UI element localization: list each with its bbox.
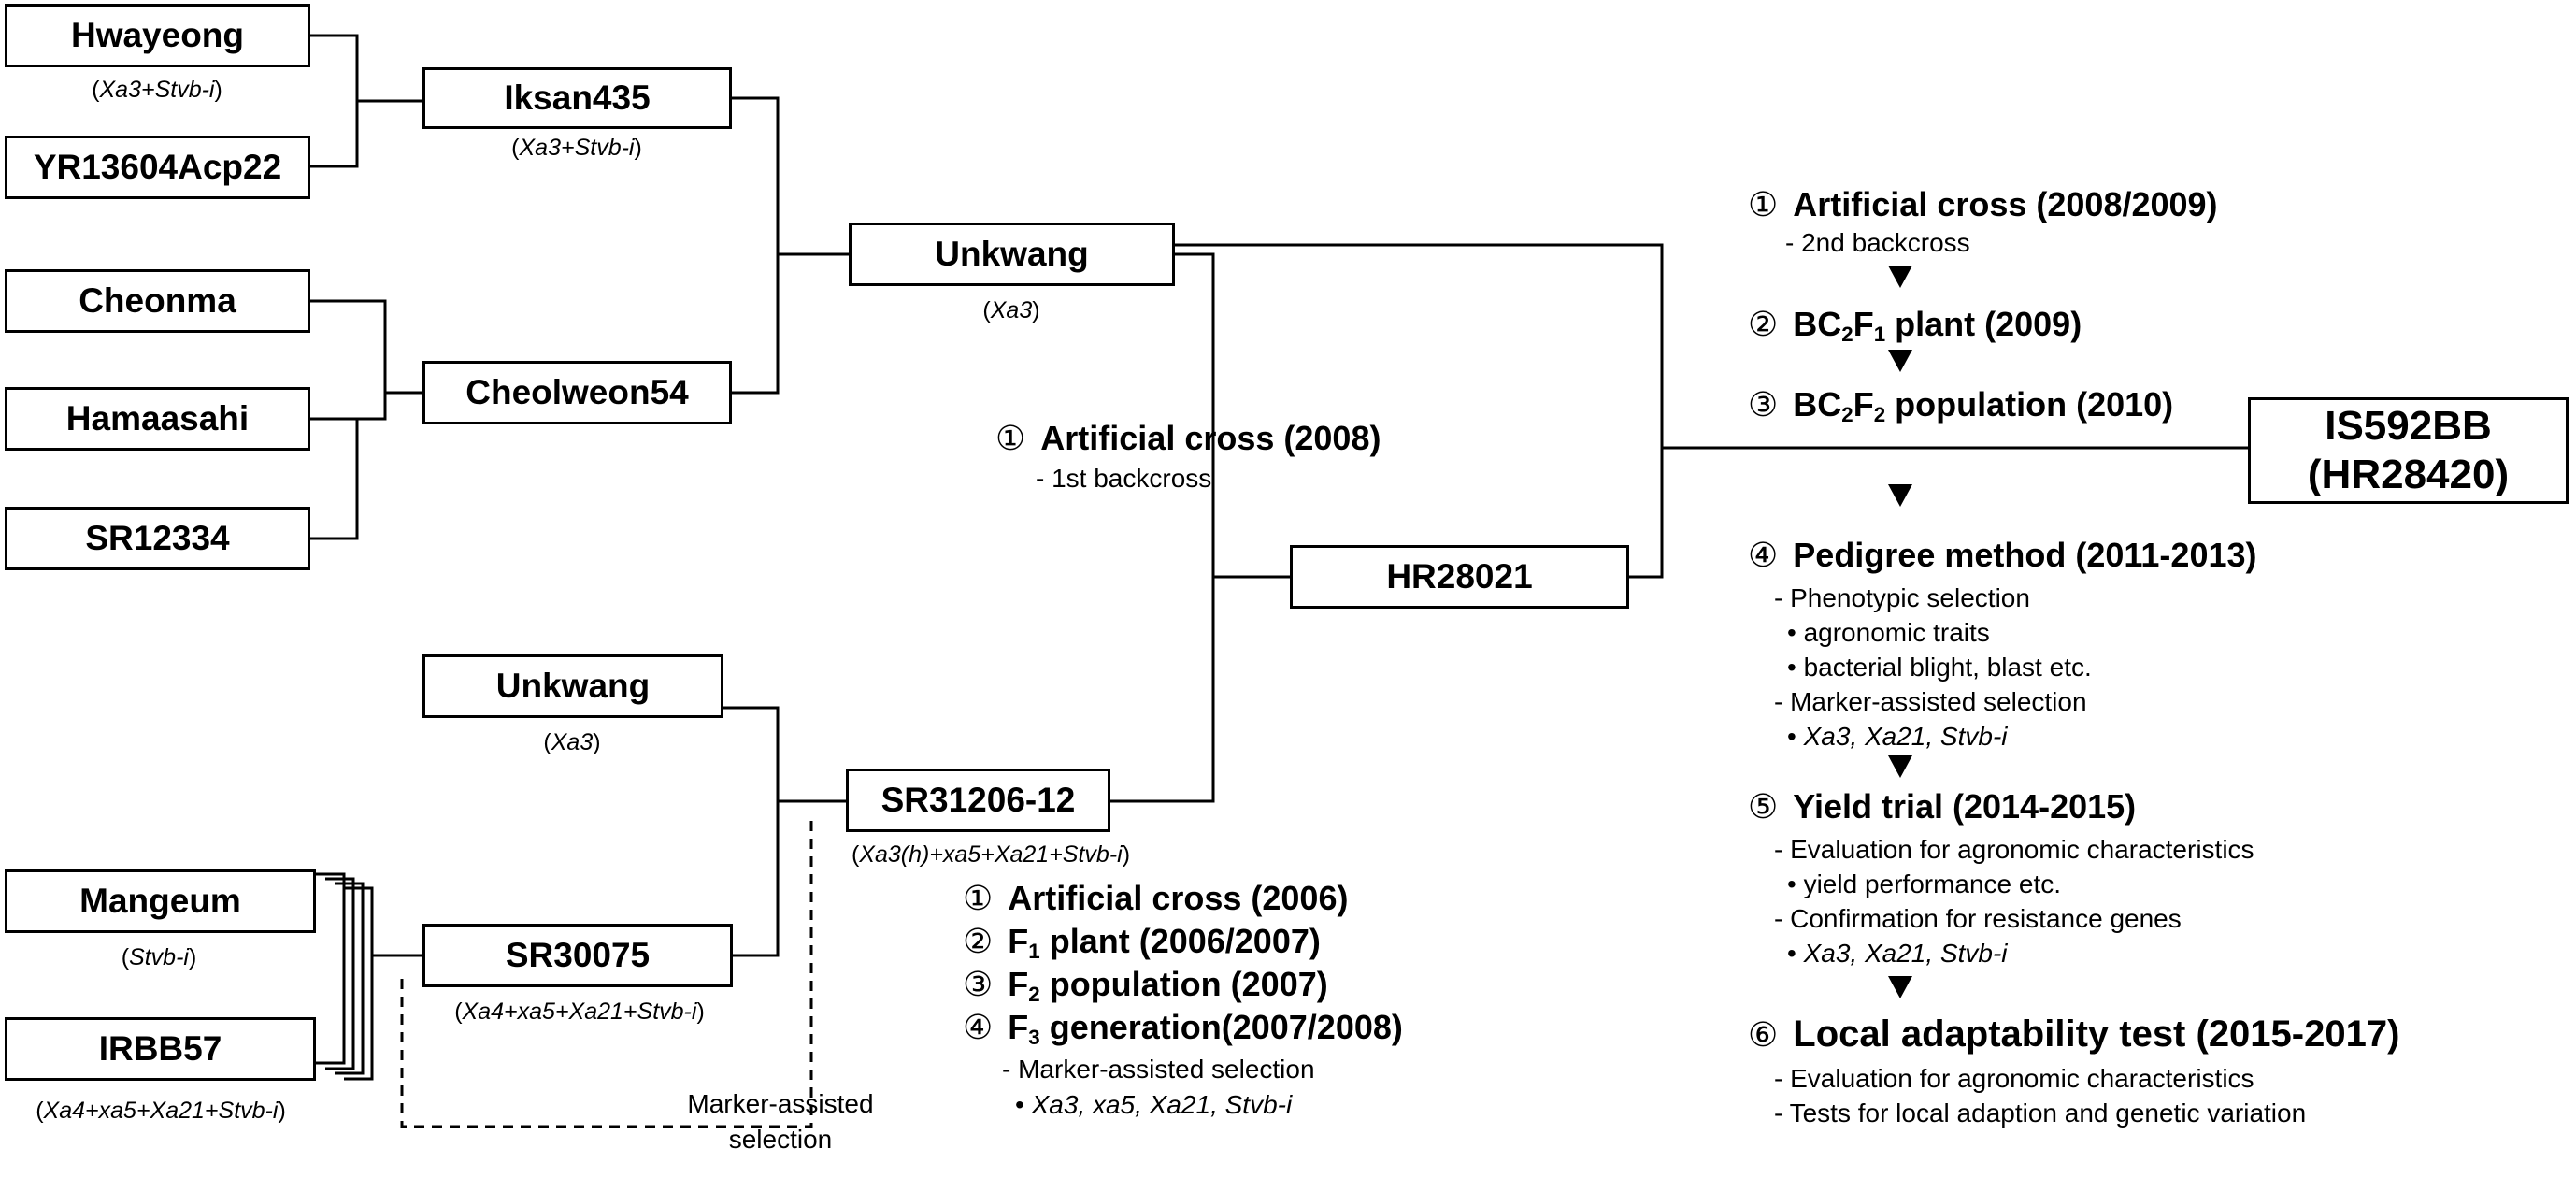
final-step-5-detail-2: • yield performance etc. <box>1787 869 2062 898</box>
first-cross-detail-1: - Marker-assisted selection <box>1002 1055 1315 1084</box>
final-step-5-detail-1: - Evaluation for agronomic characteristi… <box>1774 835 2254 864</box>
final-step-4-detail-2: • agronomic traits <box>1787 618 1990 647</box>
final-node-name: IS592BB <box>2325 403 2492 450</box>
final-step-6-detail-2: - Tests for local adaption and genetic v… <box>1774 1099 2307 1128</box>
connector-unkwang-hr28021 <box>1175 243 1664 579</box>
gene-sr31206-12: (Xa3(h)+xa5+Xa21+Stvb-i) <box>851 841 1131 868</box>
connector-mangeum-stack3 <box>335 882 365 1075</box>
final-step-5-detail-3: - Confirmation for resistance genes <box>1774 904 2182 933</box>
final-step-4-detail-3: • bacterial blight, blast etc. <box>1787 653 2092 682</box>
final-step-4-detail-4: - Marker-assisted selection <box>1774 687 2087 716</box>
connector-mangeum-stack4 <box>344 886 374 1081</box>
connector-iksan-cheolweon <box>732 96 780 395</box>
node-sr30075: SR30075 <box>422 924 733 987</box>
node-sr12334: SR12334 <box>5 507 310 570</box>
gene-mangeum: (Stvb-i) <box>121 944 197 970</box>
final-step-5-detail-4: • Xa3, Xa21, Stvb-i <box>1787 939 2008 968</box>
connector-hwayeong-iksan <box>310 34 359 168</box>
node-unkwang-top: Unkwang <box>849 223 1175 286</box>
first-cross-detail-2: • Xa3, xa5, Xa21, Stvb-i <box>1015 1090 1293 1119</box>
final-step-4-detail-5: • Xa3, Xa21, Stvb-i <box>1787 722 2008 751</box>
node-iksan435: Iksan435 <box>422 67 732 129</box>
gene-hwayeong: (Xa3+Stvb-i) <box>92 77 222 103</box>
final-step-6-detail-1: - Evaluation for agronomic characteristi… <box>1774 1064 2254 1093</box>
final-step-4-detail-1: - Phenotypic selection <box>1774 583 2030 612</box>
backcross1-detail: - 1st backcross <box>1036 464 1212 493</box>
node-mangeum: Mangeum <box>5 869 316 933</box>
gene-unkwang-top: (Xa3) <box>982 297 1040 323</box>
node-yr13604acp22: YR13604Acp22 <box>5 136 310 199</box>
node-cheonma: Cheonma <box>5 269 310 333</box>
connector-mangeum-stack2 <box>325 877 355 1070</box>
arrow-down-icon <box>1888 484 1912 507</box>
node-hr28021: HR28021 <box>1290 545 1629 609</box>
arrow-down-icon <box>1888 266 1912 288</box>
node-is592bb-final: IS592BB (HR28420) <box>2248 397 2569 504</box>
connector-unkwang-sr31206 <box>1110 252 1215 803</box>
marker-label-line2: selection <box>728 1124 833 1154</box>
arrow-down-icon <box>1888 976 1912 998</box>
marker-label-line1: Marker-assisted <box>687 1089 874 1118</box>
connector-mangeum-stack1 <box>316 872 346 1065</box>
gene-sr30075: (Xa4+xa5+Xa21+Stvb-i) <box>454 998 705 1025</box>
gene-iksan435: (Xa3+Stvb-i) <box>511 135 642 161</box>
node-hwayeong: Hwayeong <box>5 4 310 67</box>
node-irbb57: IRBB57 <box>5 1017 316 1081</box>
node-hamaasahi: Hamaasahi <box>5 387 310 451</box>
node-unkwang-bottom: Unkwang <box>422 654 723 718</box>
connector-hamaasahi-sr12334 <box>310 417 359 540</box>
arrow-down-icon <box>1888 755 1912 778</box>
connector-unkwang-sr30075 <box>723 706 780 957</box>
connector-cheonma-hamaasahi <box>310 299 387 421</box>
backcross2-step-1-detail: - 2nd backcross <box>1785 228 1970 257</box>
arrow-down-icon <box>1888 350 1912 372</box>
node-cheolweon54: Cheolweon54 <box>422 361 732 424</box>
gene-irbb57: (Xa4+xa5+Xa21+Stvb-i) <box>36 1098 286 1124</box>
final-node-code: (HR28420) <box>2307 452 2510 497</box>
marker-assisted-selection-label: Marker-assisted selection <box>687 1086 874 1157</box>
gene-unkwang-bottom: (Xa3) <box>543 729 601 755</box>
node-sr31206-12: SR31206-12 <box>846 769 1110 832</box>
